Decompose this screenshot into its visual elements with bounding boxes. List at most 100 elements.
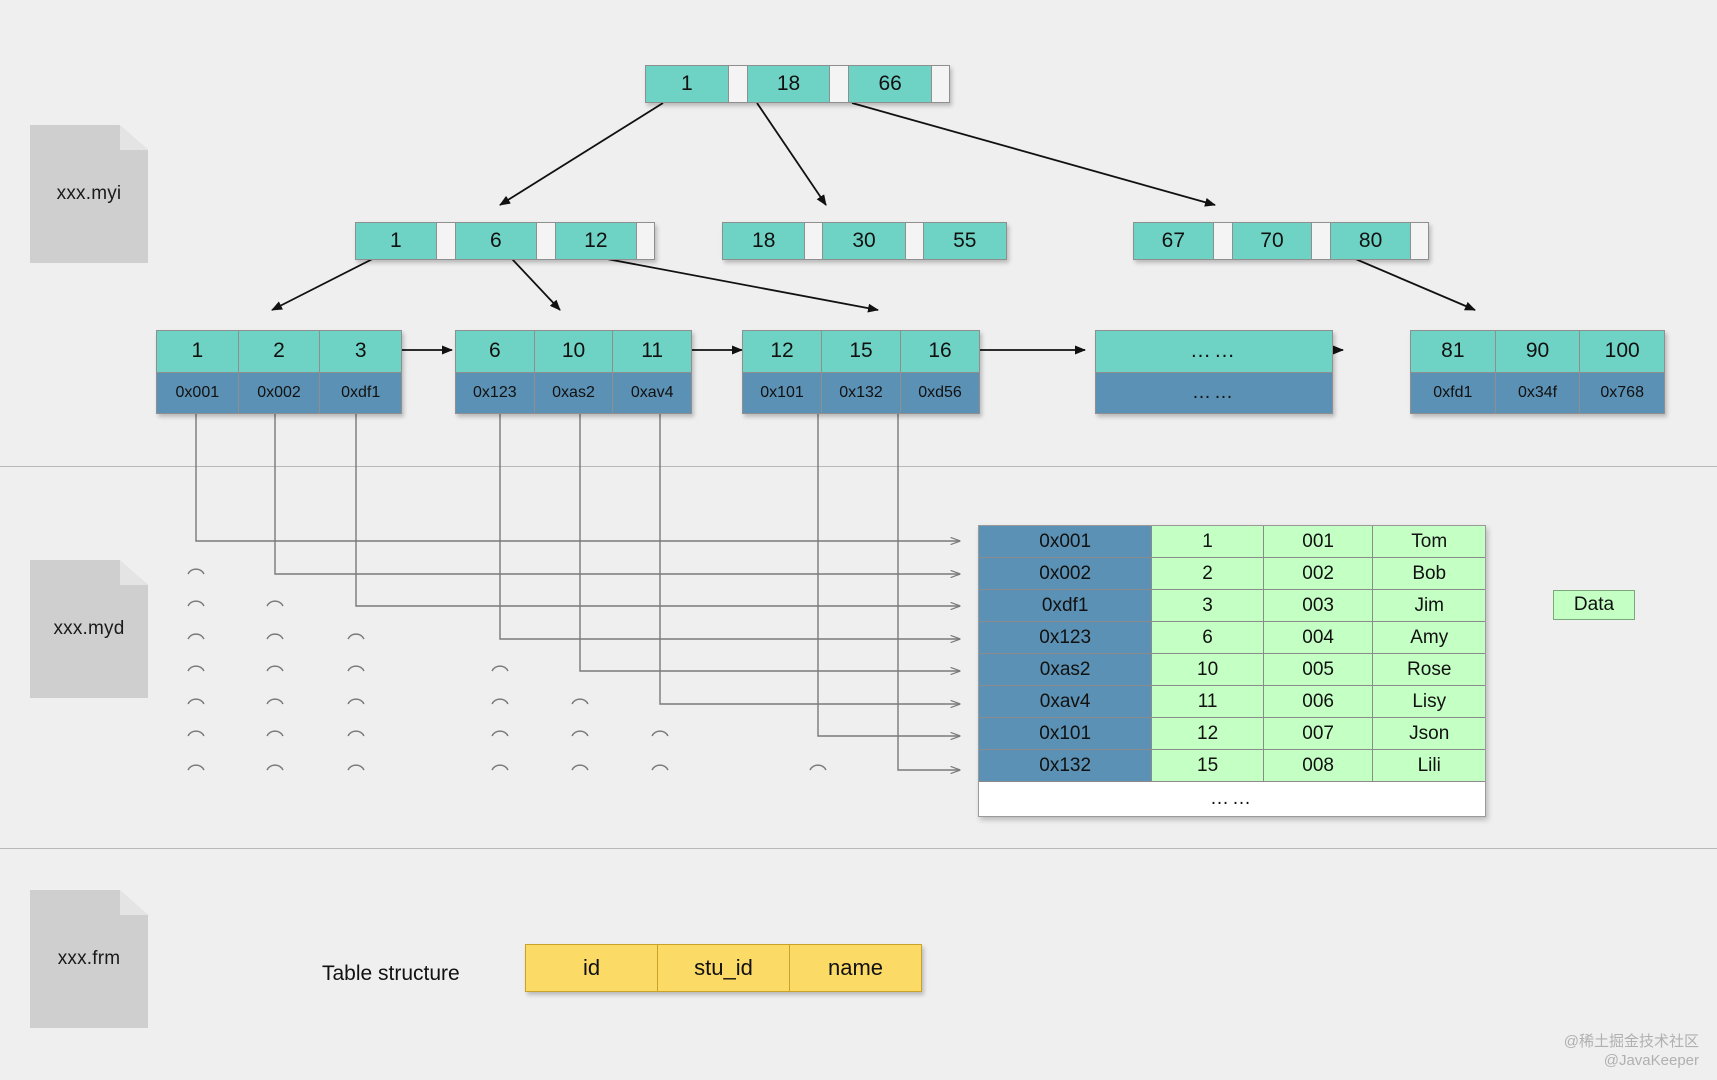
cell-stu-id: 003 <box>1263 590 1374 622</box>
cell-address: 0x101 <box>979 718 1153 750</box>
btree-leaf-node-1[interactable]: 1 2 3 0x001 0x002 0xdf1 <box>156 330 402 414</box>
table-structure-column-stu-id: stu_id <box>658 945 790 991</box>
leaf-key-cell: 11 <box>613 331 692 372</box>
cell-name: Tom <box>1373 526 1485 558</box>
btree-internal-key: 1 <box>356 223 437 259</box>
btree-root-key: 18 <box>747 66 831 102</box>
cell-stu-id: 002 <box>1263 558 1374 590</box>
leaf-address-cell: 0xdf1 <box>320 372 402 413</box>
leaf-address-cell: 0x101 <box>743 372 822 413</box>
btree-internal-key: 30 <box>823 223 906 259</box>
leaf-key-row: …… <box>1096 331 1332 373</box>
leaf-address-cell: 0x132 <box>822 372 901 413</box>
leaf-address-row: 0x001 0x002 0xdf1 <box>157 372 402 413</box>
cell-address: 0x002 <box>979 558 1153 590</box>
btree-leaf-node-overflow[interactable]: …… …… <box>1095 330 1333 414</box>
btree-internal-pointer <box>905 223 924 259</box>
leaf-key-cell: 6 <box>456 331 535 372</box>
leaf-address-cell: 0x768 <box>1580 372 1665 413</box>
leaf-address-row: …… <box>1096 372 1332 413</box>
cell-address: 0xdf1 <box>979 590 1153 622</box>
watermark-community: @稀土掘金技术社区 <box>1563 1033 1699 1050</box>
leaf-key-cell: 2 <box>238 331 321 372</box>
cell-id: 2 <box>1152 558 1264 590</box>
btree-internal-key: 55 <box>923 223 1006 259</box>
leaf-key-row: 1 2 3 <box>157 331 402 373</box>
cell-id: 11 <box>1152 686 1264 718</box>
cell-name: Lili <box>1373 750 1485 782</box>
cell-stu-id: 004 <box>1263 622 1374 654</box>
btree-internal-pointer <box>805 223 824 259</box>
leaf-address-cell: 0x001 <box>157 372 239 413</box>
leaf-address-row: 0x123 0xas2 0xav4 <box>456 372 692 413</box>
file-label-frm: xxx.frm <box>57 948 121 969</box>
table-row[interactable]: 0x001 1 001 Tom <box>979 526 1485 558</box>
btree-internal-key: 6 <box>455 223 537 259</box>
btree-internal-node-1[interactable]: 1 6 12 <box>355 222 655 260</box>
btree-internal-key: 70 <box>1232 223 1313 259</box>
btree-root-node[interactable]: 1 18 66 <box>645 65 950 103</box>
table-structure-label: Table structure <box>322 962 460 985</box>
leaf-key-cell: …… <box>1096 331 1332 372</box>
btree-internal-key: 12 <box>555 223 637 259</box>
leaf-address-cell: 0xav4 <box>613 372 692 413</box>
table-row[interactable]: 0xdf1 3 003 Jim <box>979 590 1485 622</box>
leaf-key-row: 81 90 100 <box>1411 331 1665 373</box>
leaf-address-cell: 0x123 <box>456 372 535 413</box>
leaf-address-row: 0x101 0x132 0xd56 <box>743 372 979 413</box>
table-row[interactable]: 0x002 2 002 Bob <box>979 558 1485 590</box>
btree-leaf-node-3[interactable]: 12 15 16 0x101 0x132 0xd56 <box>742 330 980 414</box>
leaf-key-cell: 1 <box>157 331 239 372</box>
cell-stu-id: 008 <box>1263 750 1374 782</box>
leaf-address-cell: 0x34f <box>1495 372 1581 413</box>
cell-id: 10 <box>1152 654 1264 686</box>
leaf-key-cell: 90 <box>1495 331 1581 372</box>
table-row[interactable]: 0x101 12 007 Json <box>979 718 1485 750</box>
btree-root-key: 66 <box>849 66 933 102</box>
leaf-address-cell: 0xfd1 <box>1411 372 1496 413</box>
cell-address: 0xas2 <box>979 654 1153 686</box>
cell-id: 6 <box>1152 622 1264 654</box>
btree-internal-pointer <box>1312 223 1332 259</box>
leaf-key-row: 6 10 11 <box>456 331 692 373</box>
cell-name: Rose <box>1373 654 1485 686</box>
table-row[interactable]: 0x123 6 004 Amy <box>979 622 1485 654</box>
table-row-overflow: …… <box>979 782 1485 816</box>
btree-root-pointer <box>932 66 949 102</box>
cell-stu-id: 001 <box>1263 526 1374 558</box>
btree-root-pointer <box>830 66 850 102</box>
data-legend-box: Data <box>1553 590 1635 620</box>
table-row[interactable]: 0xas2 10 005 Rose <box>979 654 1485 686</box>
cell-address: 0x123 <box>979 622 1153 654</box>
table-structure-strip[interactable]: id stu_id name <box>525 944 922 992</box>
file-label-myd: xxx.myd <box>53 618 125 639</box>
cell-address: 0xav4 <box>979 686 1153 718</box>
data-legend-label: Data <box>1573 594 1615 615</box>
btree-root-key: 1 <box>646 66 729 102</box>
cell-stu-id: 005 <box>1263 654 1374 686</box>
cell-name: Lisy <box>1373 686 1485 718</box>
btree-leaf-node-2[interactable]: 6 10 11 0x123 0xas2 0xav4 <box>455 330 692 414</box>
table-row[interactable]: 0xav4 11 006 Lisy <box>979 686 1485 718</box>
leaf-address-cell: 0x002 <box>238 372 321 413</box>
leaf-address-cell: 0xas2 <box>534 372 614 413</box>
btree-internal-pointer <box>1213 223 1233 259</box>
btree-leaf-node-5[interactable]: 81 90 100 0xfd1 0x34f 0x768 <box>1410 330 1665 414</box>
cell-id: 15 <box>1152 750 1264 782</box>
btree-internal-node-2[interactable]: 18 30 55 <box>722 222 1007 260</box>
btree-internal-node-3[interactable]: 67 70 80 <box>1133 222 1429 260</box>
cell-address: 0x132 <box>979 750 1153 782</box>
table-structure-column-name: name <box>790 945 921 991</box>
data-table[interactable]: 0x001 1 001 Tom 0x002 2 002 Bob 0xdf1 3 … <box>978 525 1486 817</box>
leaf-address-row: 0xfd1 0x34f 0x768 <box>1411 372 1665 413</box>
leaf-key-cell: 10 <box>534 331 614 372</box>
btree-internal-pointer <box>1410 223 1428 259</box>
file-label-myi: xxx.myi <box>56 183 122 204</box>
cell-address: 0x001 <box>979 526 1153 558</box>
table-row[interactable]: 0x132 15 008 Lili <box>979 750 1485 782</box>
cell-id: 12 <box>1152 718 1264 750</box>
cell-name: Bob <box>1373 558 1485 590</box>
btree-root-pointer <box>728 66 748 102</box>
file-icon-myi: xxx.myi <box>30 125 148 263</box>
